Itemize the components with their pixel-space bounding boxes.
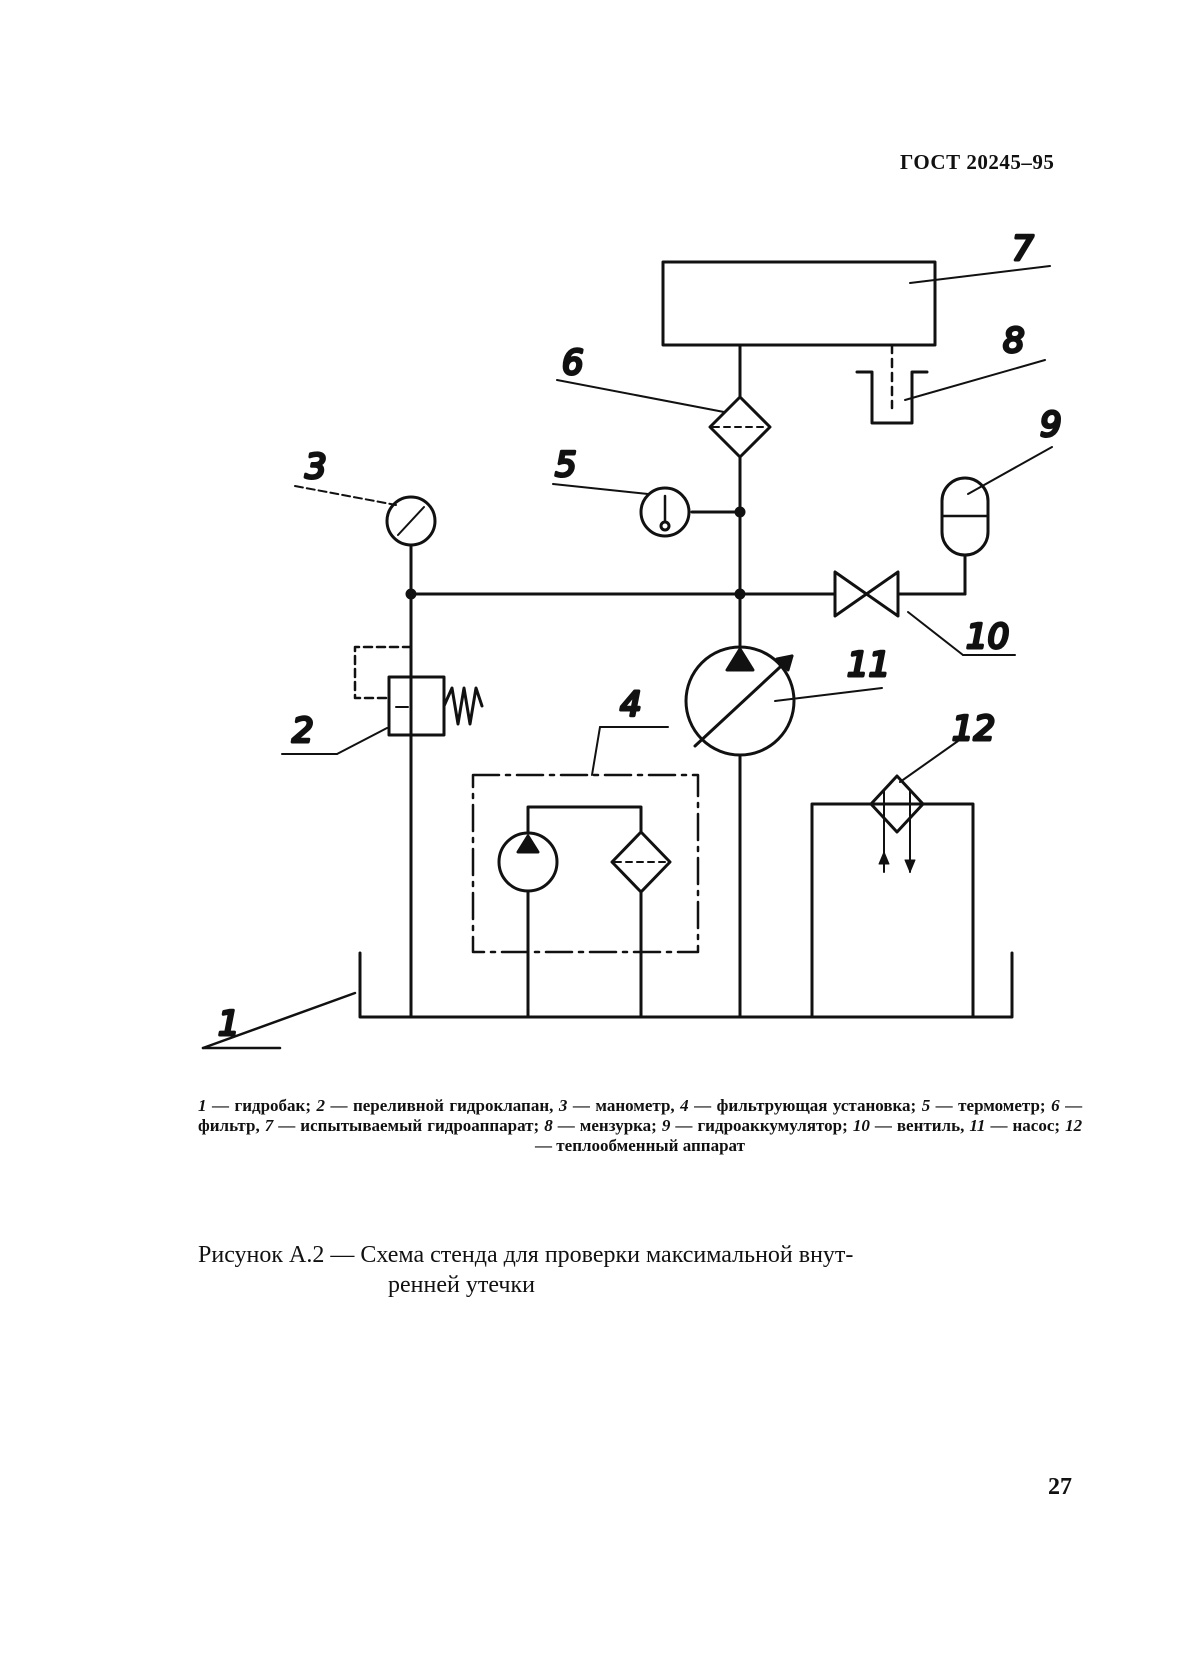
label-11: 11 <box>847 645 890 685</box>
figure-title-line-1: Рисунок А.2 — Схема стенда для проверки … <box>198 1242 854 1268</box>
label-7: 7 <box>1012 229 1034 269</box>
tested-hydraulic-unit <box>661 260 1051 347</box>
filtering-unit <box>471 726 700 1019</box>
measuring-cup <box>855 343 1046 425</box>
thermometer <box>552 483 691 538</box>
pressure-gauge <box>294 485 437 547</box>
label-2: 2 <box>292 711 314 751</box>
label-12: 12 <box>952 709 995 749</box>
figure-title: Рисунок А.2 — Схема стенда для проверки … <box>198 1240 1098 1300</box>
relief-valve <box>281 645 484 755</box>
label-9: 9 <box>1040 405 1062 445</box>
label-8: 8 <box>1003 321 1025 361</box>
variable-pump <box>684 645 883 757</box>
figure-title-line-2: ренней утечки <box>388 1272 535 1298</box>
hydraulic-tank <box>201 951 1014 1050</box>
heat-exchanger <box>810 740 975 1019</box>
pipelines <box>405 343 967 1019</box>
label-1: 1 <box>218 1004 240 1044</box>
filter <box>556 379 772 459</box>
figure-legend: 1 — гидробак; 2 — переливной гидроклапан… <box>198 1096 1083 1155</box>
shutoff-valve <box>833 570 1016 656</box>
label-4: 4 <box>620 685 642 725</box>
page-number: 27 <box>1048 1474 1072 1500</box>
label-10: 10 <box>966 617 1009 657</box>
standard-header: ГОСТ 20245–95 <box>900 150 1055 174</box>
label-3: 3 <box>305 447 327 487</box>
label-6: 6 <box>562 343 584 383</box>
hydraulic-accumulator <box>940 446 1053 557</box>
hydraulic-test-stand-diagram: 1 2 3 4 5 6 7 8 9 10 11 12 <box>201 228 1063 1050</box>
label-5: 5 <box>555 445 577 485</box>
